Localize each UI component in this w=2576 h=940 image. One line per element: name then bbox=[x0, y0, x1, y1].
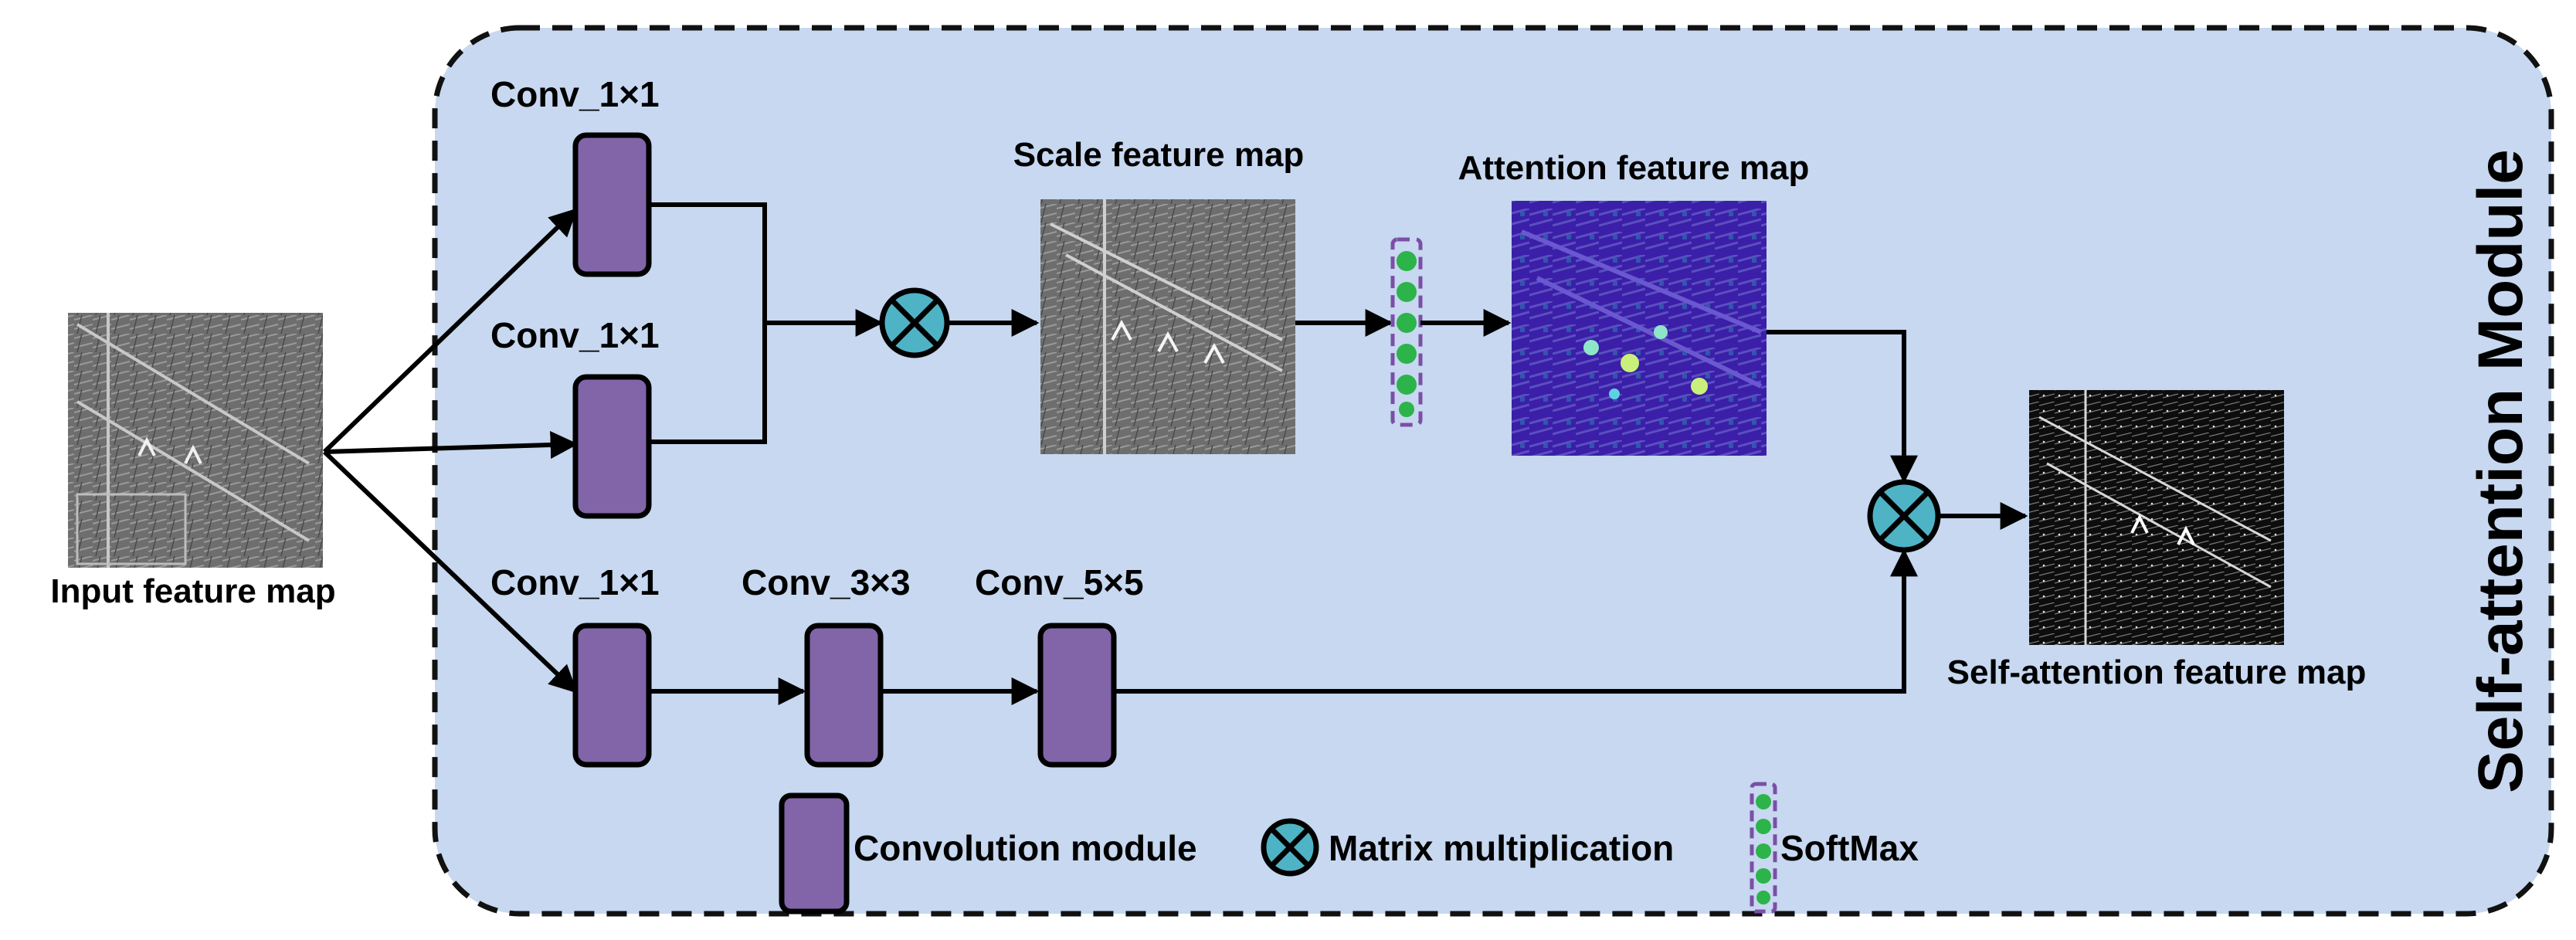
legend-matmul-swatch bbox=[1261, 818, 1319, 877]
edge-input-to-conv-b bbox=[324, 431, 579, 459]
edge-input-to-conv-a bbox=[322, 208, 578, 454]
legend-matmul-label: Matrix multiplication bbox=[1329, 828, 1674, 868]
conv-a-block bbox=[572, 132, 652, 277]
conv-a-label: Conv_1×1 bbox=[490, 74, 660, 114]
legend-softmax-label: SoftMax bbox=[1780, 828, 1919, 868]
softmax-symbol bbox=[1390, 237, 1423, 427]
edge-input-to-conv-c bbox=[322, 450, 578, 694]
attention-feature-map-image bbox=[1512, 201, 1767, 456]
matmul-2-symbol bbox=[1867, 479, 1941, 553]
conv-c-block bbox=[572, 623, 652, 768]
conv-5x5-block bbox=[1037, 623, 1117, 768]
conv-b-label: Conv_1×1 bbox=[490, 315, 660, 355]
edge-attention-to-matmul-2 bbox=[1767, 330, 1918, 484]
attention-feature-map-label: Attention feature map bbox=[1458, 149, 1810, 187]
conv-c-label: Conv_1×1 bbox=[490, 562, 660, 602]
conv-b-block bbox=[572, 374, 652, 519]
scale-feature-map-image bbox=[1040, 199, 1295, 454]
legend-conv-swatch bbox=[779, 792, 850, 915]
self-attention-feature-map-image bbox=[2029, 390, 2284, 645]
input-feature-map-image bbox=[68, 313, 323, 568]
module-title: Self-attention Module bbox=[2466, 149, 2536, 793]
legend-softmax-swatch bbox=[1750, 782, 1777, 914]
edge-conv-5-to-matmul-2 bbox=[1114, 548, 1918, 694]
self-attention-feature-map-label: Self-attention feature map bbox=[1947, 653, 2367, 691]
conv-3x3-block bbox=[804, 623, 884, 768]
legend: Convolution module Matrix multiplication… bbox=[779, 782, 1919, 915]
legend-conv-label: Convolution module bbox=[854, 828, 1197, 868]
matmul-1-symbol bbox=[879, 287, 950, 358]
input-feature-map-label: Input feature map bbox=[50, 572, 335, 610]
conv-3x3-label: Conv_3×3 bbox=[742, 562, 911, 602]
conv-5x5-label: Conv_5×5 bbox=[975, 562, 1144, 602]
scale-feature-map-label: Scale feature map bbox=[1013, 136, 1305, 174]
